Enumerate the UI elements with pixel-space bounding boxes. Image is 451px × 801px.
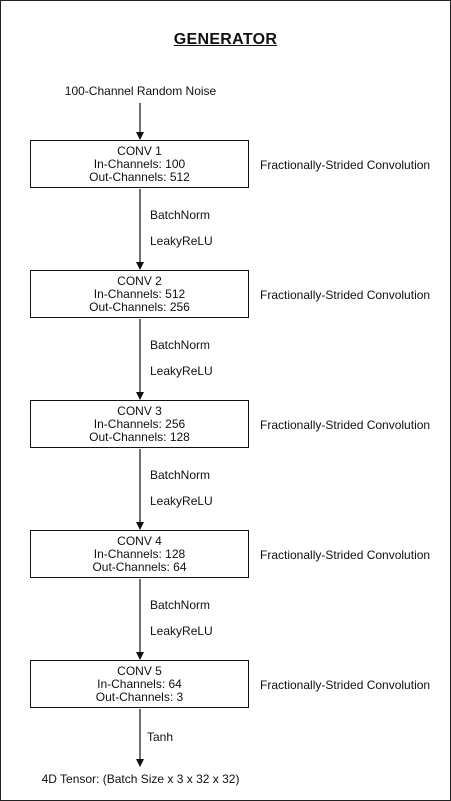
conv-5-box: CONV 5 In-Channels: 64 Out-Channels: 3 bbox=[30, 660, 249, 708]
layer-name: CONV 3 bbox=[117, 403, 162, 418]
final-activation-label: Tanh bbox=[147, 730, 174, 744]
conv-2-box: CONV 2 In-Channels: 512 Out-Channels: 25… bbox=[30, 270, 249, 318]
conv-1-box: CONV 1 In-Channels: 100 Out-Channels: 51… bbox=[30, 140, 249, 188]
layer-note: Fractionally-Strided Convolution bbox=[260, 288, 431, 302]
output-label: 4D Tensor: (Batch Size x 3 x 32 x 32) bbox=[41, 772, 240, 786]
edge-norm-label: BatchNorm bbox=[150, 468, 211, 482]
input-label: 100-Channel Random Noise bbox=[64, 84, 217, 98]
layer-note: Fractionally-Strided Convolution bbox=[260, 548, 431, 562]
layer-name: CONV 5 bbox=[117, 663, 162, 678]
layer-in-channels: In-Channels: 128 bbox=[93, 546, 186, 561]
edge-activation-label: LeakyReLU bbox=[150, 624, 213, 638]
layer-in-channels: In-Channels: 64 bbox=[97, 676, 182, 691]
layer-out-channels: Out-Channels: 512 bbox=[89, 169, 190, 184]
layer-out-channels: Out-Channels: 64 bbox=[92, 559, 187, 574]
edge-norm-label: BatchNorm bbox=[150, 338, 211, 352]
edge-activation-label: LeakyReLU bbox=[150, 364, 213, 378]
layer-name: CONV 4 bbox=[117, 533, 162, 548]
layer-in-channels: In-Channels: 100 bbox=[93, 156, 186, 171]
layer-note: Fractionally-Strided Convolution bbox=[260, 418, 431, 432]
layer-out-channels: Out-Channels: 128 bbox=[89, 429, 190, 444]
layer-name: CONV 2 bbox=[117, 273, 162, 288]
layer-note: Fractionally-Strided Convolution bbox=[260, 678, 431, 692]
edge-activation-label: LeakyReLU bbox=[150, 234, 213, 248]
layer-in-channels: In-Channels: 256 bbox=[93, 416, 186, 431]
conv-3-box: CONV 3 In-Channels: 256 Out-Channels: 12… bbox=[30, 400, 249, 448]
conv-4-box: CONV 4 In-Channels: 128 Out-Channels: 64 bbox=[30, 530, 249, 578]
layer-note: Fractionally-Strided Convolution bbox=[260, 158, 431, 172]
layer-in-channels: In-Channels: 512 bbox=[93, 286, 186, 301]
layer-out-channels: Out-Channels: 256 bbox=[89, 299, 190, 314]
diagram-title: GENERATOR bbox=[173, 31, 278, 48]
layer-out-channels: Out-Channels: 3 bbox=[95, 689, 184, 704]
edge-norm-label: BatchNorm bbox=[150, 208, 211, 222]
edge-norm-label: BatchNorm bbox=[150, 598, 211, 612]
layer-name: CONV 1 bbox=[117, 143, 162, 158]
edge-activation-label: LeakyReLU bbox=[150, 494, 213, 508]
